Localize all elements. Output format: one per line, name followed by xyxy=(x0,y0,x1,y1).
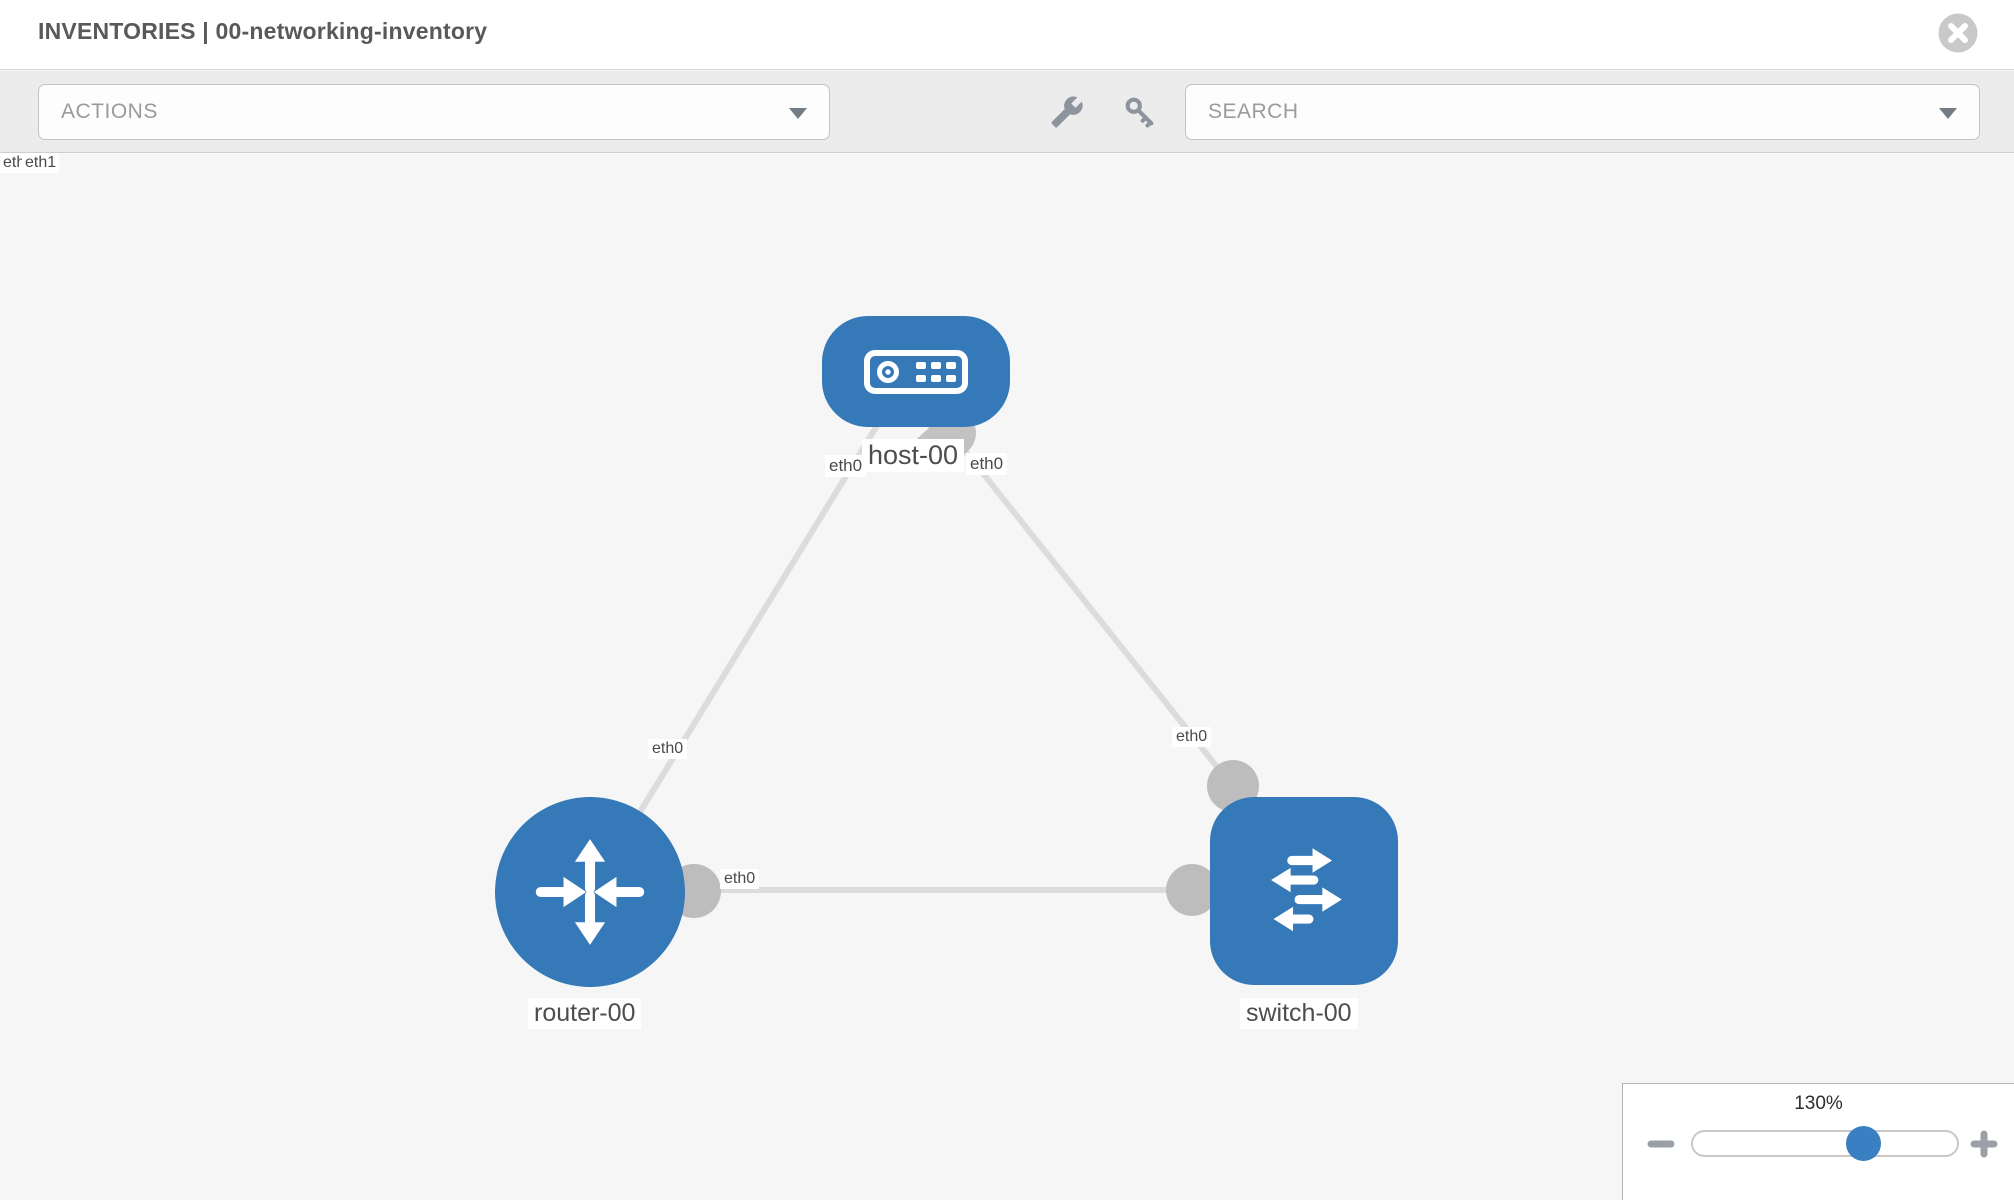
close-button[interactable] xyxy=(1938,13,1978,53)
zoom-in-button[interactable] xyxy=(1970,1130,1998,1158)
title-bar: INVENTORIES | 00-networking-inventory xyxy=(0,0,2014,70)
topology-canvas[interactable]: host-00 router-00 switch-00 eth0 eth0 et… xyxy=(0,153,2014,1200)
node-host-00[interactable] xyxy=(822,316,1010,427)
wrench-icon xyxy=(1051,96,1083,128)
minus-icon xyxy=(1647,1140,1675,1148)
host-icon xyxy=(864,349,968,394)
search-input[interactable]: SEARCH xyxy=(1208,100,1299,123)
topology-links-layer xyxy=(637,409,1259,918)
chevron-down-icon xyxy=(789,108,807,119)
close-icon xyxy=(1938,13,1978,53)
interface-label-router-to-host: eth0 xyxy=(648,739,688,759)
zoom-slider-track[interactable] xyxy=(1691,1130,1959,1157)
plus-icon xyxy=(1970,1130,1998,1158)
router-icon xyxy=(535,839,645,945)
node-label-host: host-00 xyxy=(862,439,965,472)
zoom-percentage: 130% xyxy=(1794,1093,1843,1114)
switch-icon xyxy=(1271,848,1342,932)
configure-button[interactable] xyxy=(1050,95,1084,129)
chevron-down-icon xyxy=(1939,108,1957,119)
credentials-button[interactable] xyxy=(1123,95,1157,129)
zoom-out-button[interactable] xyxy=(1647,1130,1675,1158)
interface-label-host-to-router: eth0 xyxy=(825,455,867,477)
node-label-router: router-00 xyxy=(528,998,642,1029)
zoom-slider-thumb[interactable] xyxy=(1846,1126,1881,1161)
toolbar: ACTIONS SEARCH xyxy=(0,71,2014,153)
search-dropdown[interactable]: SEARCH xyxy=(1185,84,1980,140)
node-switch-00[interactable] xyxy=(1210,797,1398,985)
actions-dropdown[interactable]: ACTIONS xyxy=(38,84,830,140)
key-icon xyxy=(1125,97,1154,128)
interface-label-host-to-switch: eth0 xyxy=(966,453,1008,475)
actions-dropdown-label: ACTIONS xyxy=(61,100,158,123)
interface-label-switch-to-router: eth1 xyxy=(22,153,60,173)
page-title: INVENTORIES | 00-networking-inventory xyxy=(38,18,488,44)
interface-connector-switch-eth1[interactable] xyxy=(1166,864,1218,916)
node-router-00[interactable] xyxy=(495,797,685,987)
node-label-switch: switch-00 xyxy=(1240,998,1358,1029)
interface-label-router-to-switch: eth0 xyxy=(720,869,760,889)
interface-label-switch-to-host: eth0 xyxy=(1172,727,1212,747)
zoom-control-panel: 130% xyxy=(1622,1083,2014,1200)
